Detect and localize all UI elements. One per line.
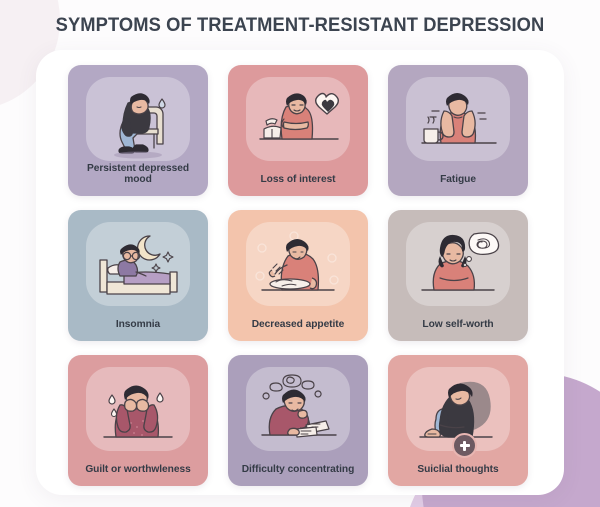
illustration-low-self-worth: [406, 222, 510, 306]
symptom-label: Guilt or worthwleness: [85, 463, 191, 475]
page-title: SYMPTOMS OF TREATMENT-RESISTANT DEPRESSI…: [55, 14, 545, 36]
illustration-insomnia: [86, 222, 190, 306]
symptom-card-loss-of-interest[interactable]: Loss of interest: [228, 65, 368, 196]
illustration-loss-of-interest: [246, 77, 350, 161]
symptom-card-decreased-appetite[interactable]: Decreased appetite: [228, 210, 368, 341]
symptom-label: Difficulty concentrating: [241, 463, 355, 475]
symptom-label: Persistent depressed mood: [86, 162, 190, 185]
symptoms-panel: Persistent depressed mood: [36, 50, 564, 495]
symptom-label: Low self-worth: [422, 318, 494, 330]
symptom-label: Loss of interest: [260, 173, 336, 185]
symptom-card-low-self-worth[interactable]: Low self-worth: [388, 210, 528, 341]
symptom-card-difficulty-concentrating[interactable]: Difficulty concentrating: [228, 355, 368, 486]
symptom-label: Fatigue: [440, 173, 476, 185]
illustration-suicidal-thoughts: [406, 367, 510, 458]
symptom-card-suicidal-thoughts[interactable]: Suiclial thoughts: [388, 355, 528, 486]
illustration-difficulty-concentrating: [246, 367, 350, 451]
illustration-fatigue: [406, 77, 510, 161]
illustration-guilt-or-worthlessness: [86, 367, 190, 451]
illustration-decreased-appetite: [246, 222, 350, 306]
symptom-card-guilt-or-worthlessness[interactable]: Guilt or worthwleness: [68, 355, 208, 486]
symptom-card-persistent-depressed-mood[interactable]: Persistent depressed mood: [68, 65, 208, 196]
plus-badge[interactable]: [452, 433, 477, 458]
symptom-label: Suiclial thoughts: [417, 463, 499, 475]
symptom-card-fatigue[interactable]: Fatigue: [388, 65, 528, 196]
illustration-persistent-depressed-mood: [86, 77, 190, 161]
symptom-label: Decreased appetite: [251, 318, 345, 330]
symptom-card-insomnia[interactable]: Insomnia: [68, 210, 208, 341]
symptom-label: Insomnia: [115, 318, 161, 330]
symptom-grid: Persistent depressed mood: [68, 65, 528, 486]
